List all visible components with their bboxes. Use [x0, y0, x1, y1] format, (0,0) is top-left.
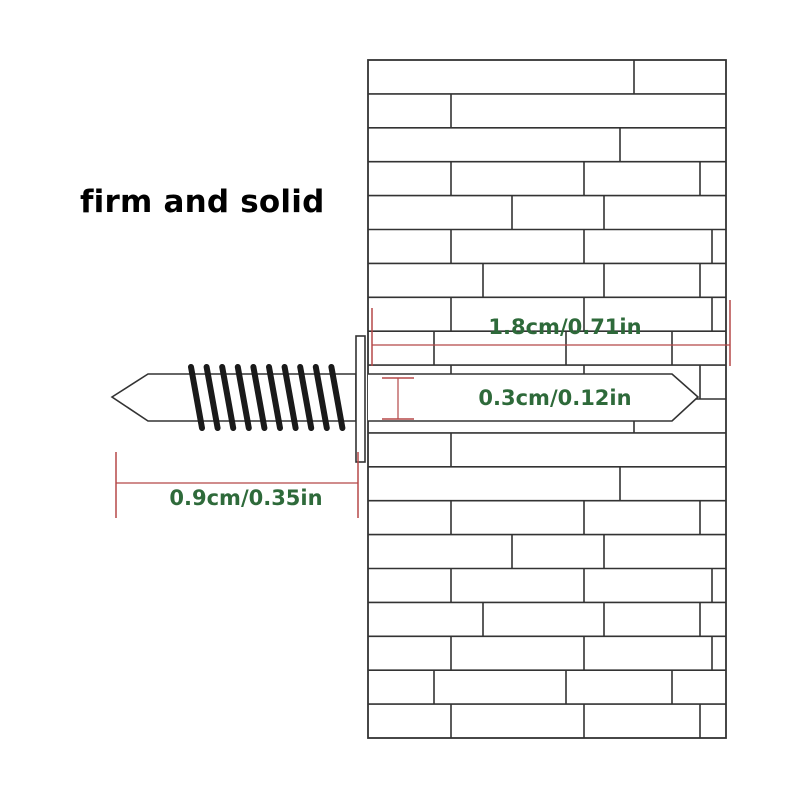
screw-thread [188, 364, 346, 431]
dimension-diameter: 0.3cm/0.12in [382, 377, 632, 420]
screw-thread-ridge [203, 364, 221, 431]
screw-thread-ridge [234, 364, 252, 431]
dimension-head-offset: 0.9cm/0.35in [115, 452, 359, 518]
screw-thread-ridge [281, 364, 299, 431]
screw-thread-ridge [188, 364, 205, 431]
screw-thread-ridge [328, 364, 346, 431]
wall-plug-bore [368, 373, 700, 422]
dimension-length-label: 1.8cm/0.71in [488, 315, 641, 339]
screw-thread-ridge [297, 364, 315, 431]
screw-thread-ridge [266, 364, 283, 431]
dimension-diameter-label: 0.3cm/0.12in [478, 386, 631, 410]
dimension-head-offset-label: 0.9cm/0.35in [169, 486, 322, 510]
dimension-length: 1.8cm/0.71in [371, 300, 731, 366]
heading-firm-and-solid: firm and solid [80, 184, 325, 220]
screw-thread-ridge [219, 364, 237, 431]
screw-icon [110, 335, 366, 463]
screw-thread-ridge [250, 364, 268, 431]
screw-thread-ridge [312, 364, 330, 431]
screw-head-plate [355, 335, 366, 463]
